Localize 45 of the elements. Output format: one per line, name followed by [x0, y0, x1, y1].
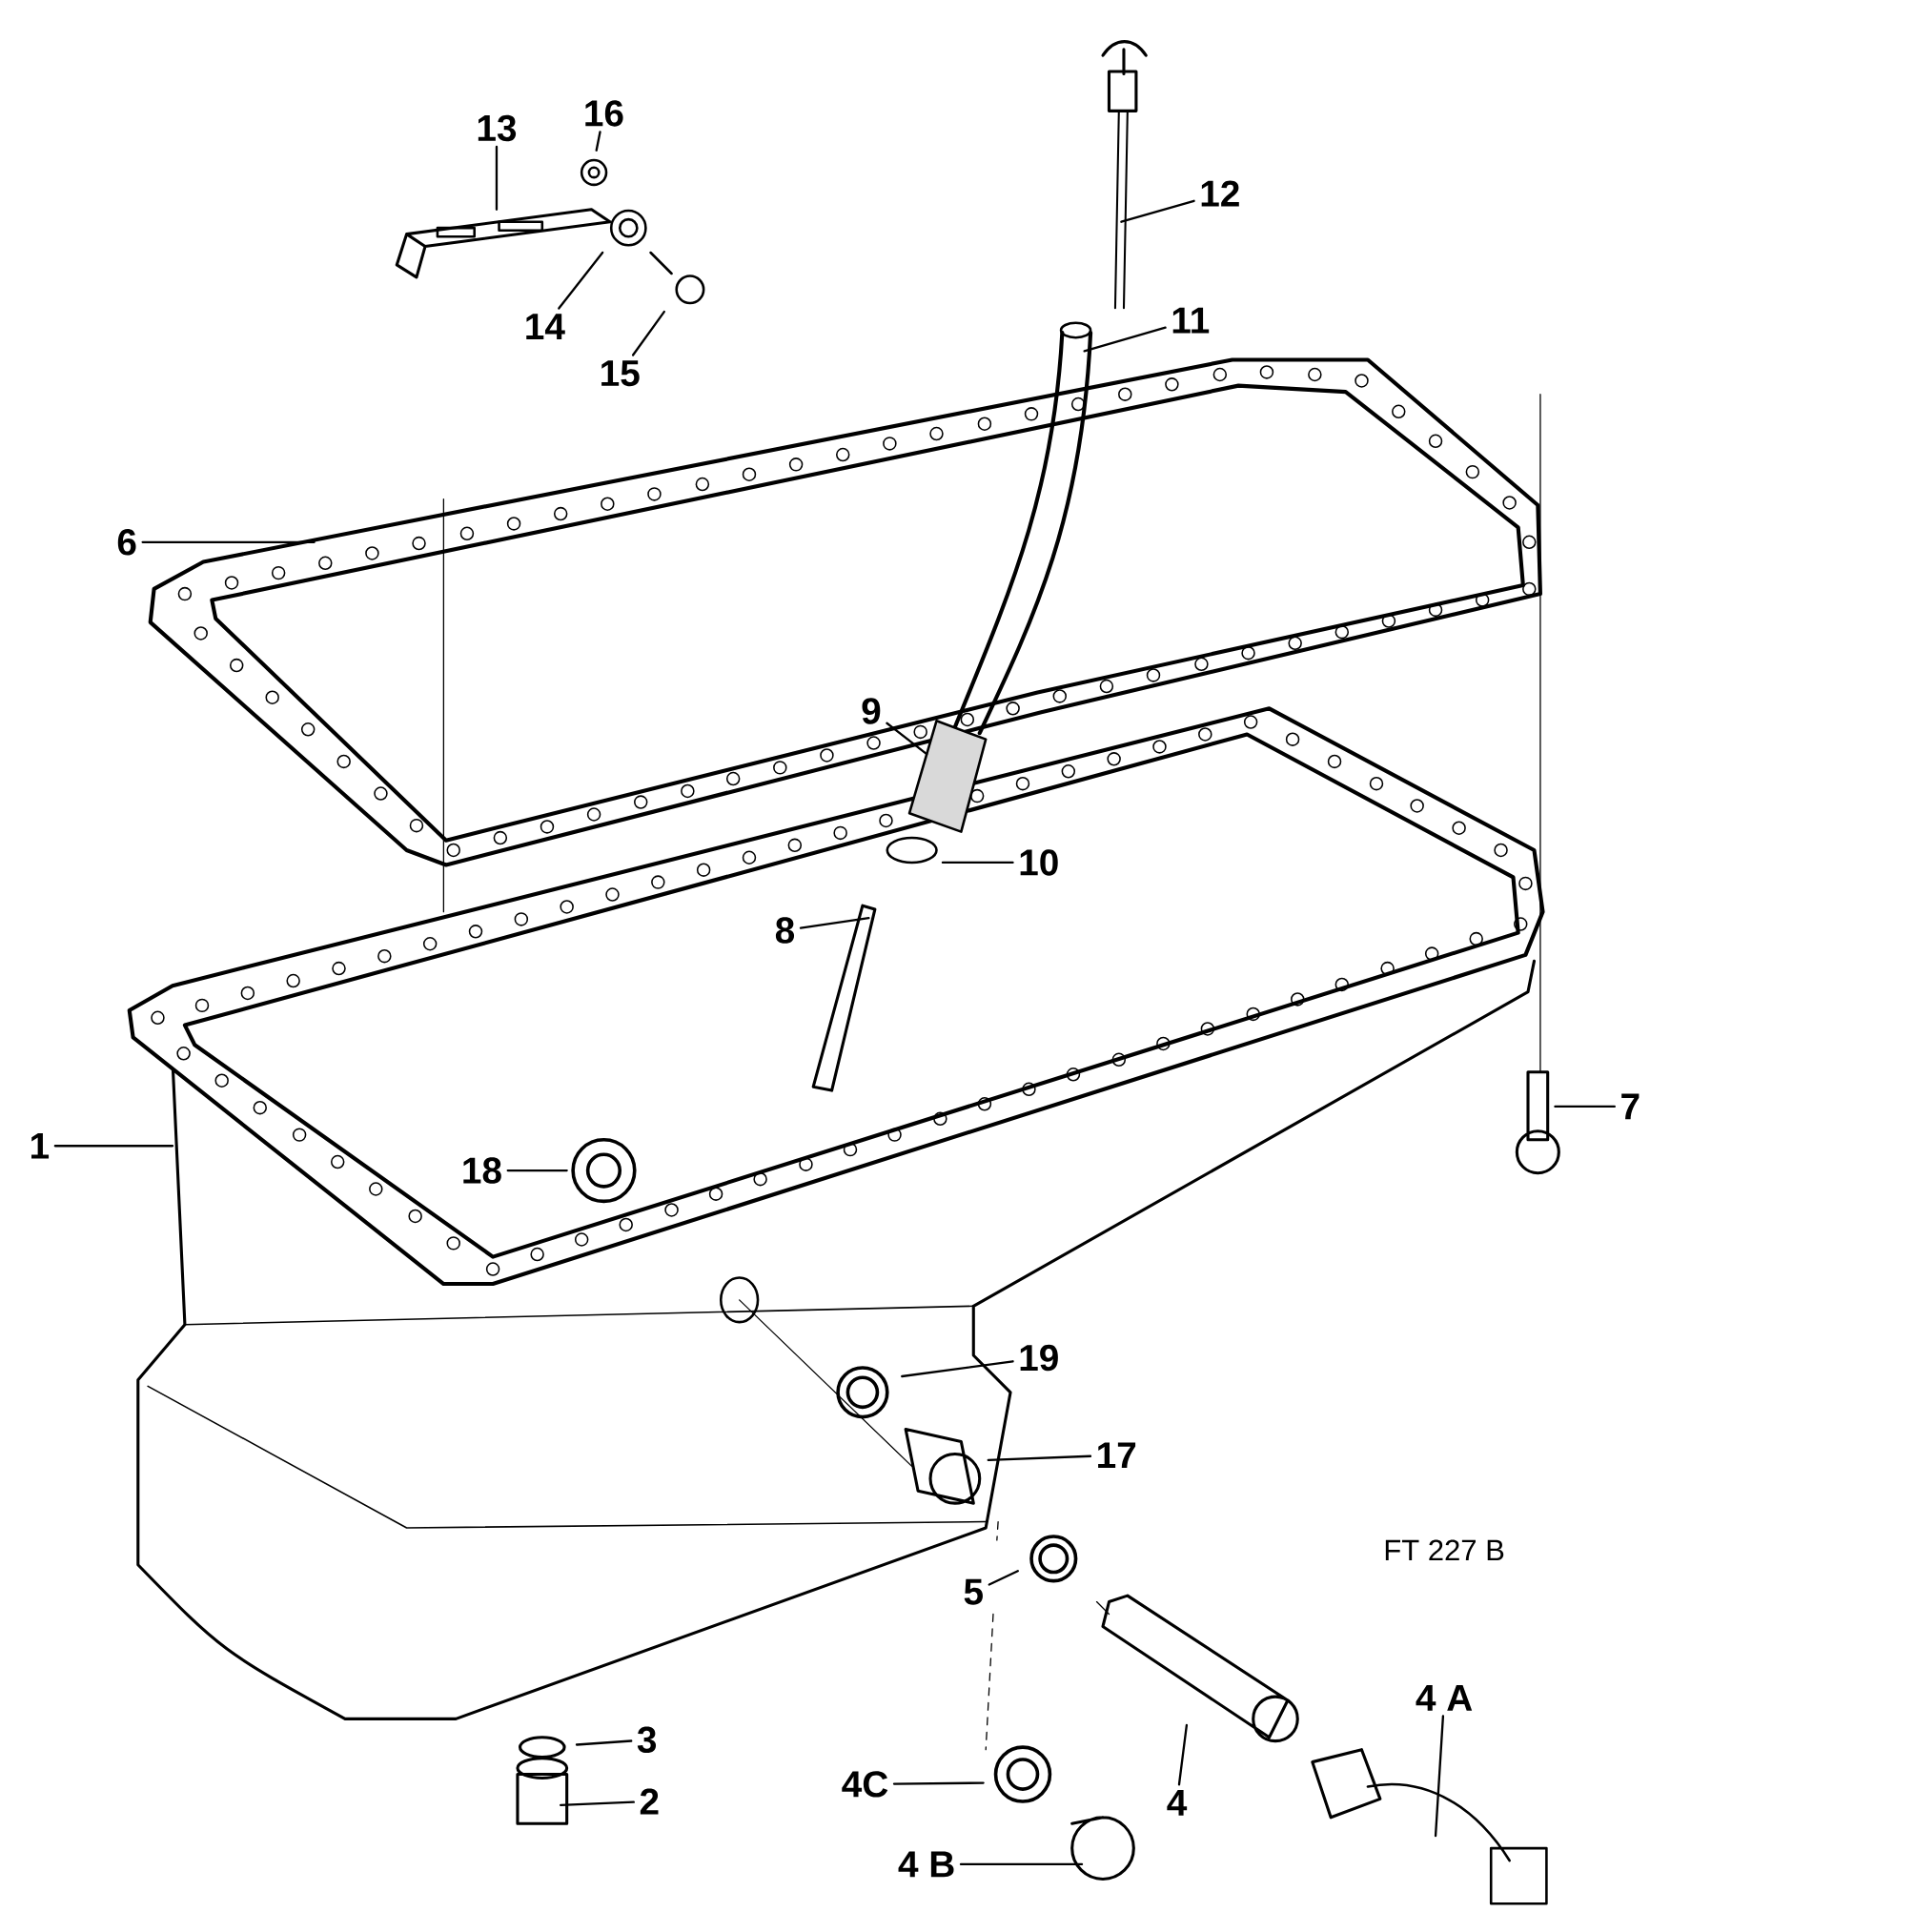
callout-number: 11	[1172, 307, 1210, 334]
callout-number: 18	[463, 1157, 501, 1184]
callout-number: 10	[1020, 849, 1058, 876]
callout-number: 1	[31, 1132, 50, 1159]
leader-line	[1434, 1715, 1445, 1838]
leader-line	[506, 1169, 568, 1172]
callout-number: 14	[526, 314, 565, 339]
leader-line	[987, 1454, 1092, 1462]
leader-line	[901, 1360, 1014, 1378]
leader-line	[892, 1781, 985, 1785]
callout-number: 4 A	[1416, 1685, 1473, 1711]
callout-number: 3	[637, 1726, 657, 1754]
callout-number: 13	[478, 114, 517, 142]
callout-number: 4 B	[898, 1851, 954, 1878]
leader-line	[53, 1145, 174, 1148]
callout-number: 6	[117, 529, 136, 556]
callout-number: 4	[1167, 1789, 1188, 1816]
leader-line	[1083, 326, 1167, 353]
leader-line	[1554, 1105, 1617, 1108]
leader-line	[631, 310, 665, 356]
leader-line	[799, 916, 870, 929]
leader-line	[495, 145, 499, 211]
callout-number: 19	[1020, 1344, 1058, 1372]
callout-number: 4C	[842, 1771, 888, 1798]
callout-number: 9	[862, 698, 881, 724]
callout-number: 2	[640, 1788, 659, 1815]
leader-line	[575, 1739, 633, 1746]
figure-code: FT 227 B	[1385, 1539, 1504, 1561]
leader-line	[560, 1800, 635, 1807]
leader-line	[886, 722, 928, 756]
leader-line	[941, 861, 1014, 864]
callout-number: 17	[1098, 1442, 1136, 1469]
callout-number: 12	[1201, 180, 1239, 207]
callout-number: 7	[1621, 1093, 1640, 1120]
leader-line	[558, 251, 604, 310]
callout-number: 15	[601, 360, 640, 387]
leader-line	[1120, 199, 1195, 223]
leader-line	[595, 131, 601, 152]
callout-number: 8	[775, 917, 795, 944]
leader-line	[1177, 1723, 1189, 1786]
leader-line	[959, 1862, 1084, 1866]
leader-line	[141, 540, 316, 543]
callout-number: 5	[964, 1578, 983, 1605]
callout-number: 16	[585, 100, 623, 127]
leader-line	[988, 1570, 1019, 1586]
